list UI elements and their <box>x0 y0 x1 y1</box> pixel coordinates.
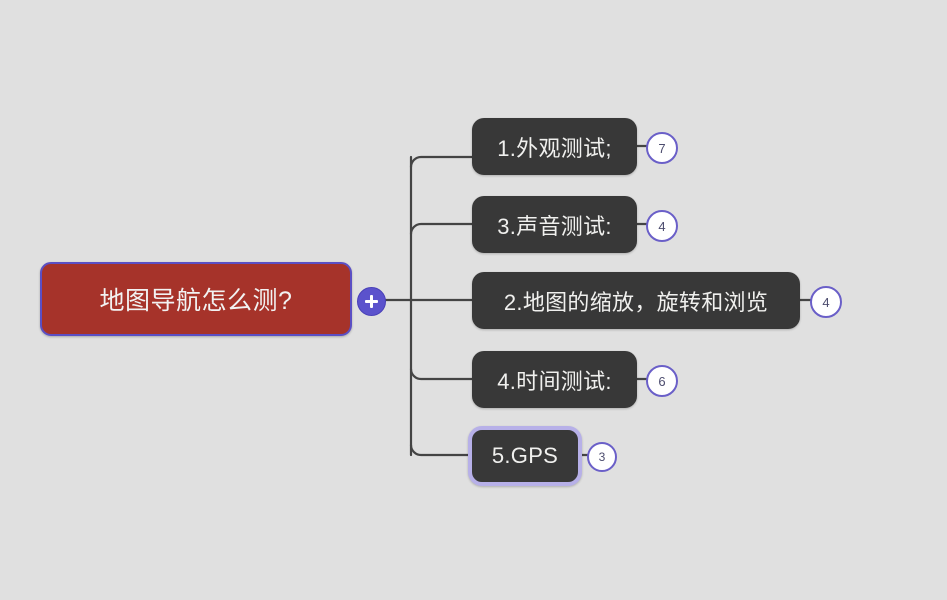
child-node-5-badge[interactable]: 3 <box>587 442 617 472</box>
child-node-4[interactable]: 4.时间测试: <box>472 351 637 408</box>
child-node-1-badge[interactable]: 7 <box>646 132 678 164</box>
child-node-2-label: 3.声音测试: <box>497 213 612 239</box>
connector-branch-2 <box>409 222 474 236</box>
child-node-3-badge[interactable]: 4 <box>810 286 842 318</box>
badge-count: 4 <box>658 218 666 234</box>
child-node-3-label: 2.地图的缩放，旋转和浏览 <box>503 289 769 315</box>
root-node[interactable]: 地图导航怎么测? <box>40 262 352 336</box>
child-node-2-badge[interactable]: 4 <box>646 210 678 242</box>
child-node-5[interactable]: 5.GPS <box>468 426 582 486</box>
connector-branch-1 <box>409 155 474 169</box>
connector-branch-4 <box>409 367 474 381</box>
badge-count: 6 <box>658 373 666 389</box>
badge-count: 4 <box>822 294 830 310</box>
child-node-2[interactable]: 3.声音测试: <box>472 196 637 253</box>
plus-icon-stroke <box>370 295 373 308</box>
badge-count: 7 <box>658 140 666 156</box>
root-node-label: 地图导航怎么测? <box>99 287 293 315</box>
expand-button[interactable] <box>357 287 386 316</box>
connector-branch-5 <box>409 443 470 457</box>
child-node-4-label: 4.时间测试: <box>497 368 612 394</box>
child-node-1-label: 1.外观测试; <box>497 135 612 161</box>
child-node-1[interactable]: 1.外观测试; <box>472 118 637 175</box>
child-node-4-badge[interactable]: 6 <box>646 365 678 397</box>
child-node-3[interactable]: 2.地图的缩放，旋转和浏览 <box>472 272 800 329</box>
badge-count: 3 <box>598 450 606 464</box>
child-node-5-label: 5.GPS <box>491 443 559 468</box>
